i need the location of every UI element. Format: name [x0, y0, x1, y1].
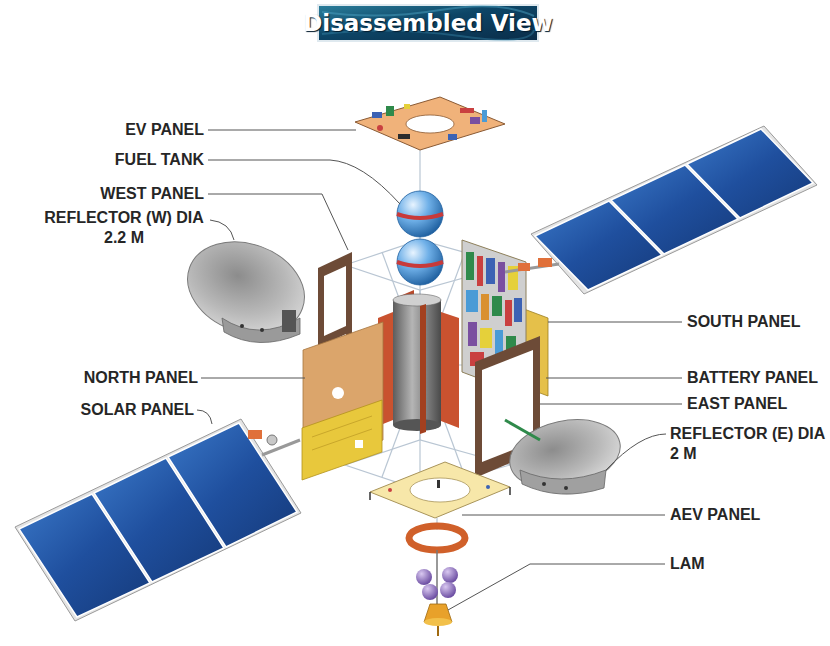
aev-panel [370, 462, 510, 518]
part-label: SOLAR PANEL [81, 400, 194, 420]
solar-array-north [505, 126, 817, 294]
part-label: EAST PANEL [687, 394, 787, 414]
reflector-east [503, 410, 626, 498]
part-label: REFLECTOR (E) DIA 2 M [670, 424, 825, 464]
north-panel [302, 322, 383, 480]
part-label: REFLECTOR (W) DIA 2.2 M [40, 208, 208, 248]
solar-array-south [15, 419, 301, 621]
ev-panel [355, 97, 505, 150]
part-label: WEST PANEL [100, 184, 204, 204]
part-label: SOUTH PANEL [687, 312, 800, 332]
part-label: AEV PANEL [670, 505, 760, 525]
title-text: Disassembled View [303, 10, 553, 36]
part-label: FUEL TANK [115, 150, 204, 170]
lam-engine [409, 526, 465, 636]
reflector-west [175, 226, 318, 350]
fuel-tank [397, 191, 443, 285]
part-label: LAM [670, 554, 705, 574]
part-label: BATTERY PANEL [687, 368, 818, 388]
central-cylinder [378, 290, 459, 434]
title-banner-box: Disassembled View [318, 5, 538, 41]
leader-lines [197, 130, 682, 610]
part-label: NORTH PANEL [84, 368, 198, 388]
part-label: EV PANEL [125, 120, 204, 140]
